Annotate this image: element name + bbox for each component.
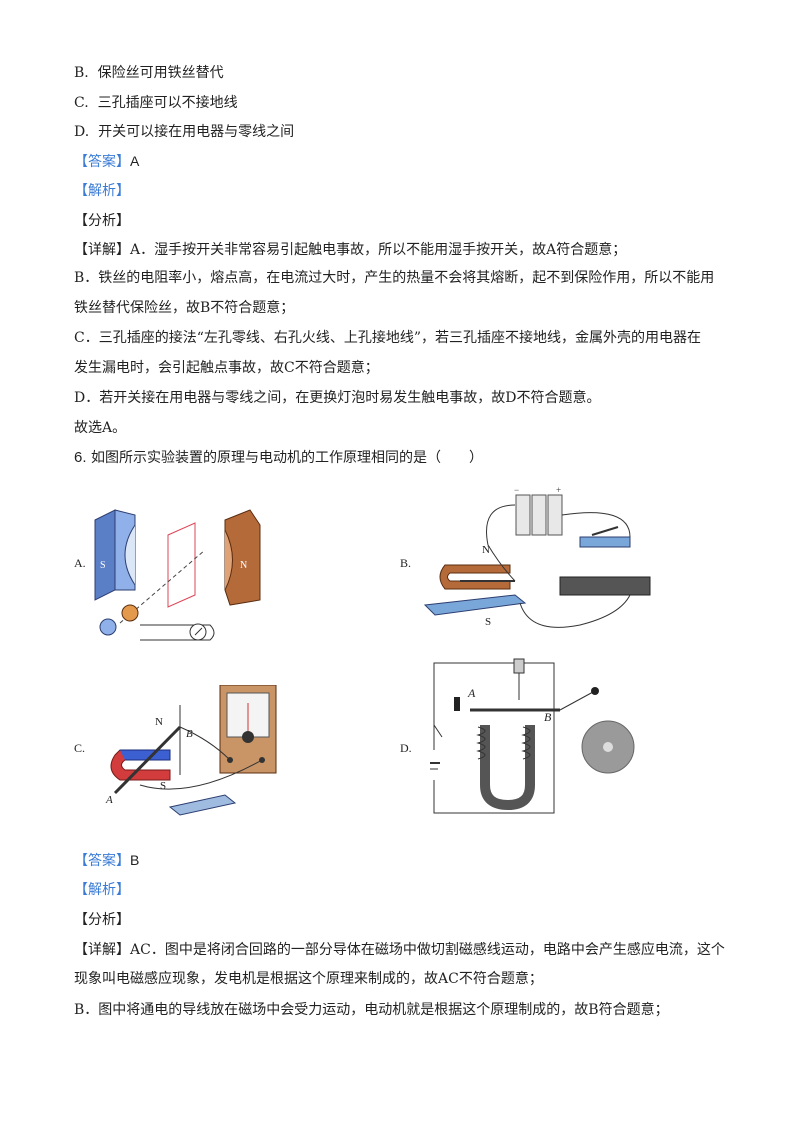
answer-tag: 【答案】: [74, 154, 130, 170]
coil: [521, 726, 531, 760]
option-text: 开关可以接在用电器与零线之间: [98, 124, 295, 140]
q6-stem: 6. 如图所示实验装置的原理与电动机的工作原理相同的是（ ）: [74, 448, 483, 468]
switch-icon: [433, 724, 443, 738]
base-plate: [168, 794, 237, 816]
q5-conclusion: 故选A。: [74, 420, 127, 436]
slip-ring: [121, 604, 139, 622]
pole-s-label: S: [160, 780, 166, 792]
pole-s-label: S: [485, 616, 491, 628]
figure-c-induction: N S A B: [105, 685, 277, 816]
option-label: B.: [74, 65, 89, 81]
q6-answer: 【答案】B: [74, 850, 139, 871]
detail-tag: 【详解】: [74, 242, 130, 258]
figure-a-generator: S N: [94, 509, 261, 641]
q5-detail-line: 发生漏电时，会引起触点事故，故C不符合题意；: [74, 360, 379, 376]
q5-detail-line: B．铁丝的电阻率小，熔点高，在电流过大时，产生的热量不会将其熔断，起不到保险作用…: [74, 270, 715, 286]
question-number: 6.: [74, 449, 87, 466]
magnet-s-label: S: [100, 560, 106, 571]
bell-hammer: [591, 687, 599, 695]
rheostat-icon: [559, 576, 651, 596]
pole-n-label: N: [155, 716, 163, 728]
figure-option-d-label: D.: [400, 741, 412, 755]
q5-fenxi: 【分析】: [74, 213, 130, 229]
figure-d-electric-bell: A B: [430, 658, 635, 814]
detail-tag: 【详解】: [74, 942, 130, 958]
figure-b-motor: − + N S: [423, 485, 651, 628]
magnet-n-label: N: [240, 560, 247, 571]
q6-detail-line: 【详解】AC．图中是将闭合回路的一部分导体在磁场中做切割磁感线运动，电路中会产生…: [74, 942, 725, 958]
question-text: 如图所示实验装置的原理与电动机的工作原理相同的是（ ）: [90, 450, 483, 466]
q5-analysis-tag: 【解析】: [74, 183, 130, 199]
rod-end-a-label: A: [105, 794, 113, 806]
answer-value: A: [130, 153, 140, 169]
option-d: D. 开关可以接在用电器与零线之间: [74, 122, 294, 142]
q6-analysis-tag: 【解析】: [74, 882, 130, 898]
battery-cell: [547, 494, 563, 536]
pole-n-label: N: [482, 544, 490, 556]
switch-icon: [579, 536, 631, 548]
figure-option-a-label: A.: [74, 556, 86, 570]
contact-screw: [513, 658, 525, 674]
battery-minus-label: −: [514, 485, 519, 495]
option-label: C.: [74, 95, 89, 111]
electromagnet-core: [480, 725, 535, 811]
answer-value: B: [130, 852, 140, 868]
conductor-rod: [113, 725, 182, 795]
base-plate: [423, 594, 527, 616]
figure-option-b-label: B.: [400, 556, 412, 570]
coil-loop: [167, 522, 196, 608]
battery-cell: [515, 494, 531, 536]
q5-detail-line: D．若开关接在用电器与零线之间，在更换灯泡时易发生触电事故，故D不符合题意。: [74, 390, 601, 406]
q6-detail-line: B．图中将通电的导线放在磁场中会受力运动，电动机就是根据这个原理制成的，故B符合…: [74, 1002, 669, 1018]
q5-detail-line: 铁丝替代保险丝，故B不符合题意；: [74, 300, 295, 316]
u-magnet: [439, 564, 511, 590]
magnet-s-side: [94, 509, 116, 601]
label-a: A: [467, 686, 476, 700]
option-b: B. 保险丝可用铁丝替代: [74, 63, 224, 83]
q5-answer: 【答案】A: [74, 151, 139, 172]
label-b: B: [544, 710, 552, 724]
battery-cell: [531, 494, 547, 536]
coil: [476, 726, 486, 760]
figure-option-c-label: C.: [74, 741, 86, 755]
q6-fenxi: 【分析】: [74, 912, 130, 928]
option-text: 三孔插座可以不接地线: [97, 95, 238, 111]
q6-detail-line: 现象叫电磁感应现象，发电机是根据这个原理来制成的，故AC不符合题意；: [74, 971, 543, 987]
answer-tag: 【答案】: [74, 853, 130, 869]
meter-icon: [99, 618, 117, 636]
q5-detail-line: 【详解】A．湿手按开关非常容易引起触电事故，所以不能用湿手按开关，故A符合题意；: [74, 242, 627, 258]
rod-end-b-label: B: [186, 728, 193, 740]
option-text: 保险丝可用铁丝替代: [97, 65, 224, 81]
option-c: C. 三孔插座可以不接地线: [74, 93, 238, 113]
battery-plus-label: +: [556, 485, 561, 495]
option-label: D.: [74, 124, 90, 140]
q5-detail-line: C．三孔插座的接法“左孔零线、右孔火线、上孔接地线”，若三孔插座不接地线，金属外…: [74, 330, 702, 346]
